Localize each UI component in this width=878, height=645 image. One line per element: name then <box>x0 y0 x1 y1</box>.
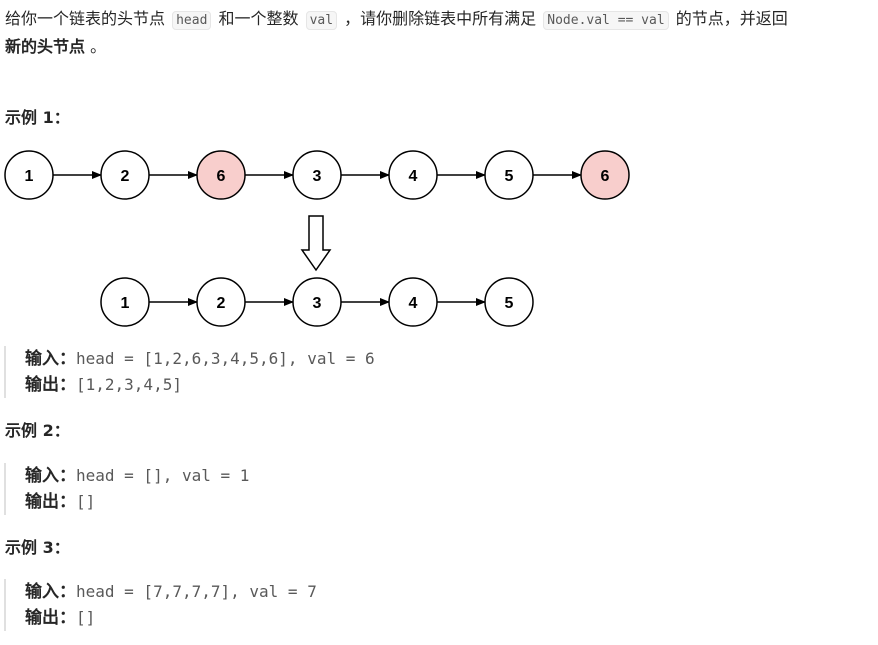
after-node-0 <box>100 277 150 327</box>
input-label: 输入： <box>25 349 76 369</box>
output-value: [] <box>76 608 96 627</box>
input-value: head = [], val = 1 <box>76 466 250 485</box>
desc-text-2: 和一个整数 <box>213 9 304 28</box>
desc-text-4: 的节点，并返回 <box>670 9 788 28</box>
after-node-label-3: 4 <box>409 295 418 312</box>
list-after: 1 2 3 4 5 <box>100 277 534 327</box>
output-label: 输出： <box>25 375 76 395</box>
example-1-block: 输入：head = [1,2,6,3,4,5,6], val = 6 输出：[1… <box>4 346 375 398</box>
before-node-1 <box>100 150 150 200</box>
example-2-block: 输入：head = [], val = 1 输出：[] <box>4 463 249 515</box>
input-label: 输入： <box>25 466 76 486</box>
desc-text-5: 。 <box>85 37 107 56</box>
before-node-5 <box>484 150 534 200</box>
example-3-title: 示例 3： <box>5 538 70 557</box>
code-condition: Node.val == val <box>543 11 669 30</box>
before-node-4 <box>388 150 438 200</box>
code-head: head <box>172 11 212 30</box>
desc-bold-new-head: 新的头节点 <box>5 37 86 56</box>
before-node-label-4: 4 <box>409 168 418 185</box>
desc-text-1: 给你一个链表的头节点 <box>5 9 171 28</box>
before-node-6 <box>580 150 630 200</box>
after-node-label-2: 3 <box>313 295 322 312</box>
before-node-label-1: 2 <box>121 168 130 185</box>
before-node-label-5: 5 <box>505 168 514 185</box>
before-node-label-3: 3 <box>313 168 322 185</box>
problem-description: 给你一个链表的头节点 head 和一个整数 val ，请你删除链表中所有满足 N… <box>5 6 865 60</box>
after-node-2 <box>292 277 342 327</box>
example-1-title: 示例 1： <box>5 108 70 127</box>
after-node-label-4: 5 <box>505 295 514 312</box>
before-node-3 <box>292 150 342 200</box>
after-node-4 <box>484 277 534 327</box>
code-val: val <box>305 11 338 30</box>
down-arrow-icon <box>300 215 332 272</box>
before-node-2 <box>196 150 246 200</box>
desc-text-3: ，请你删除链表中所有满足 <box>339 9 542 28</box>
output-value: [1,2,3,4,5] <box>76 375 182 394</box>
input-value: head = [7,7,7,7], val = 7 <box>76 582 317 601</box>
linked-list-diagram: 1 2 6 3 4 5 6 1 2 3 4 5 <box>4 150 630 327</box>
after-node-label-0: 1 <box>121 295 130 312</box>
before-node-0 <box>4 150 54 200</box>
output-label: 输出： <box>25 492 76 512</box>
before-node-label-6: 6 <box>601 168 610 185</box>
input-label: 输入： <box>25 582 76 602</box>
example-2-title: 示例 2： <box>5 421 70 440</box>
after-node-label-1: 2 <box>217 295 226 312</box>
before-node-label-0: 1 <box>25 168 34 185</box>
input-value: head = [1,2,6,3,4,5,6], val = 6 <box>76 349 375 368</box>
list-before: 1 2 6 3 4 5 6 <box>4 150 630 200</box>
before-node-label-2: 6 <box>217 168 226 185</box>
after-node-1 <box>196 277 246 327</box>
after-node-3 <box>388 277 438 327</box>
example-3-block: 输入：head = [7,7,7,7], val = 7 输出：[] <box>4 579 317 631</box>
output-value: [] <box>76 492 96 511</box>
output-label: 输出： <box>25 608 76 628</box>
